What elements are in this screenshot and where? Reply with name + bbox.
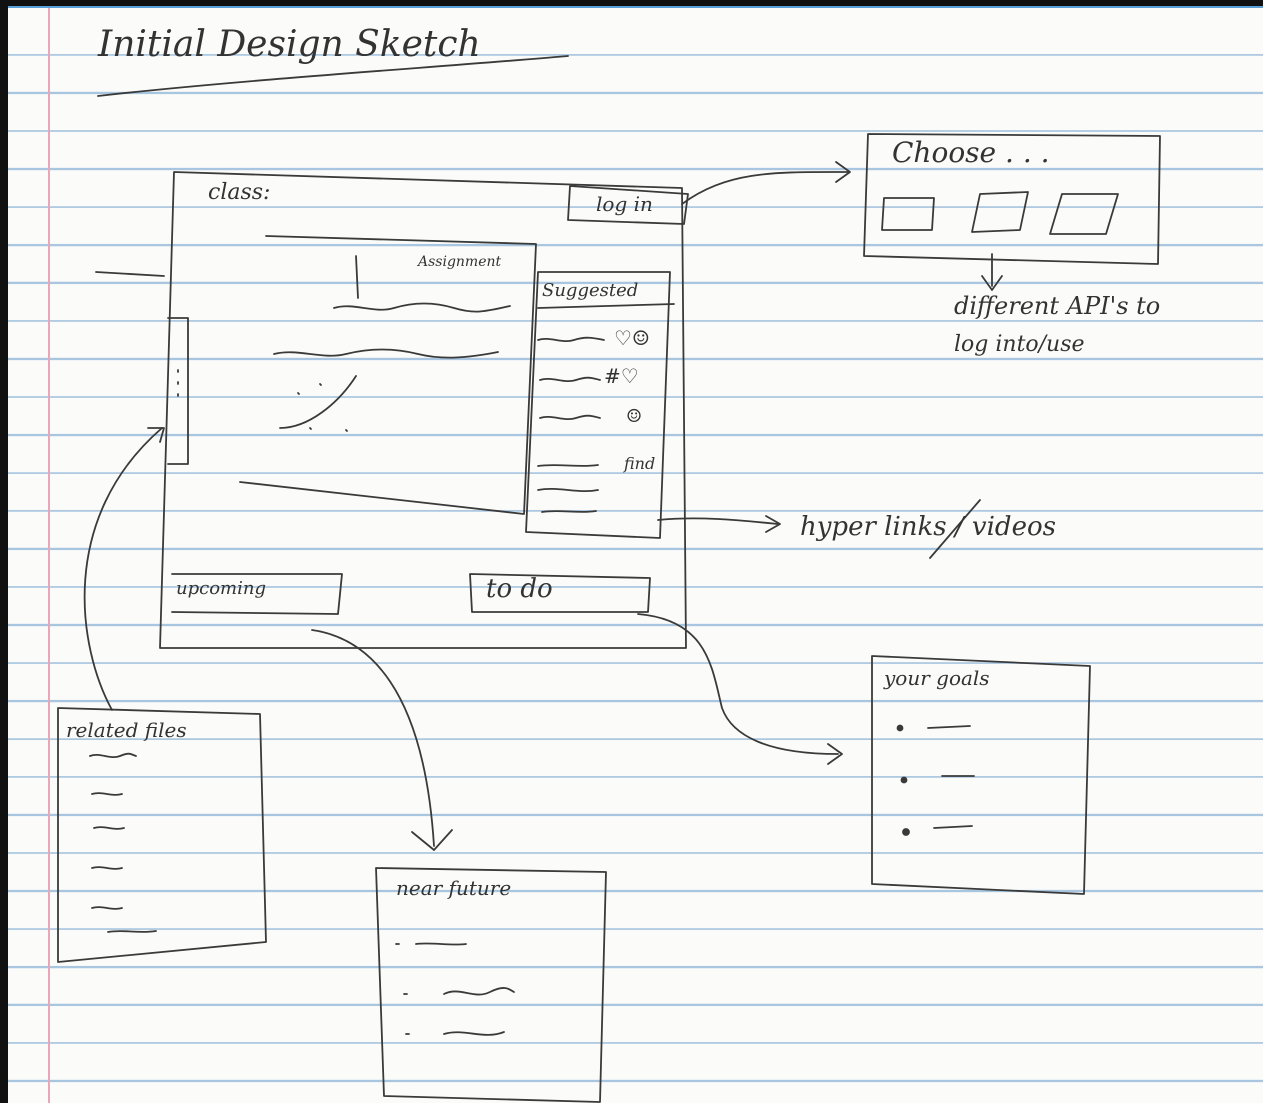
assignment-graph [279, 375, 357, 429]
related-files-label: related files [66, 718, 187, 742]
arrow-related-to-drawer [83, 427, 163, 711]
near-future-label: near future [396, 876, 512, 900]
title-underline [97, 55, 569, 97]
choose-label: Choose . . . [892, 136, 1050, 169]
suggested-label: Suggested [542, 280, 639, 301]
choose-option-1 [881, 197, 935, 231]
api-note-line2: log into/use [954, 332, 1085, 357]
suggested-panel [525, 271, 671, 539]
upcoming-button[interactable]: upcoming [176, 578, 266, 599]
todo-button[interactable]: to do [486, 574, 553, 604]
upcoming-button-outline [171, 573, 343, 615]
arrow-login-to-choose [681, 171, 849, 205]
suggested-icons-3: ☺ [626, 406, 643, 427]
side-drawer-tab [167, 317, 189, 465]
related-files-box [57, 707, 267, 963]
class-label: class: [208, 180, 271, 205]
todo-button-outline [469, 573, 651, 613]
page-title: Initial Design Sketch [98, 24, 481, 65]
your-goals-box [871, 655, 1091, 895]
sketch-drawing [57, 55, 1161, 1103]
arrow-todo-to-goals [637, 613, 839, 755]
arrow-upcoming-to-near-future [311, 629, 435, 847]
main-window-frame [159, 171, 687, 649]
hyperlinks-videos-note: hyper links / videos [800, 512, 1056, 542]
your-goals-label: your goals [884, 666, 990, 690]
api-note-line1: different API's to [954, 292, 1161, 320]
assignment-panel [239, 235, 537, 515]
suggested-icons-4: find [624, 454, 656, 473]
login-button[interactable]: log in [596, 192, 653, 216]
assignment-label: Assignment [418, 254, 502, 270]
margin-line [48, 8, 50, 1103]
assignment-line-2 [273, 348, 499, 359]
notebook-paper: Initial Design Sketch class: log in Assi… [8, 6, 1263, 1103]
choose-box [863, 133, 1161, 265]
suggested-icons-1: ♡☺ [614, 326, 650, 350]
login-button-outline [567, 185, 689, 225]
near-future-box [375, 867, 607, 1103]
arrow-suggested-to-hyperlinks [657, 517, 779, 525]
assignment-line-1 [333, 302, 511, 313]
choose-option-3 [1049, 193, 1119, 235]
choose-option-2 [971, 191, 1029, 233]
suggested-icons-2: #♡ [604, 364, 639, 388]
